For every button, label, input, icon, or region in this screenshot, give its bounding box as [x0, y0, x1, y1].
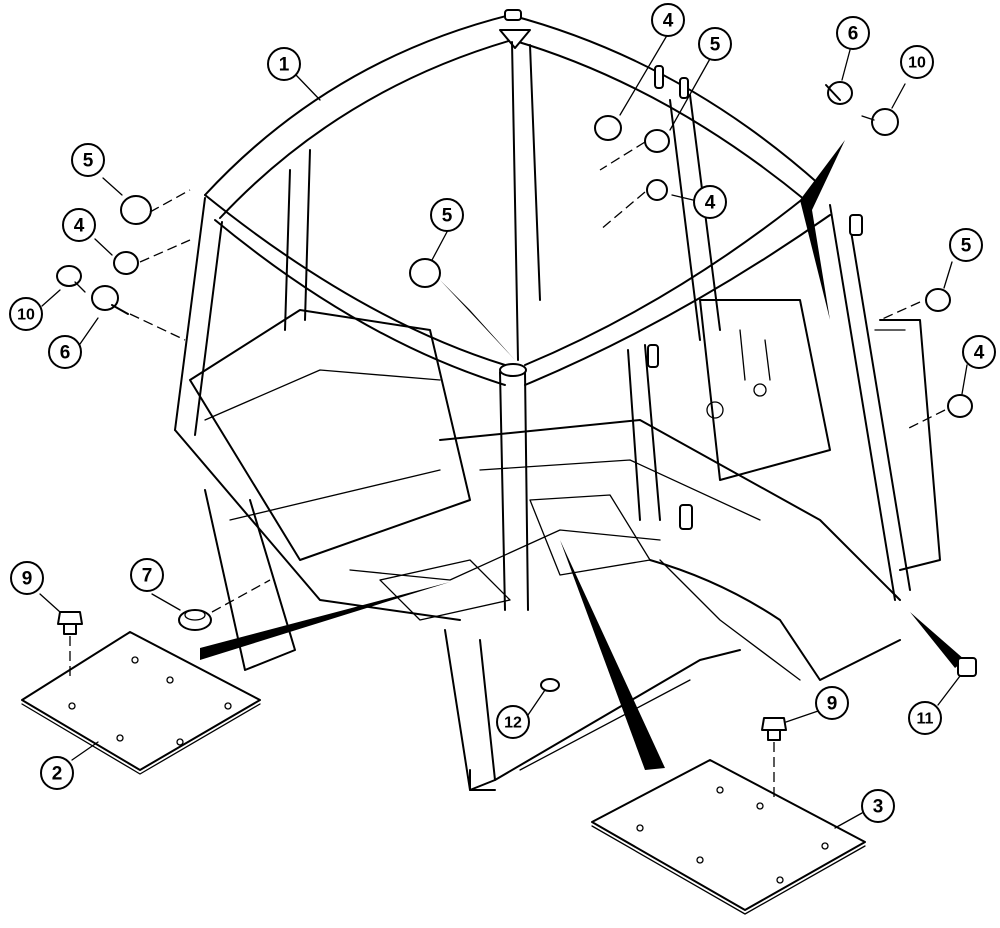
svg-text:6: 6	[60, 343, 71, 364]
callout-6-top: 6	[836, 16, 870, 50]
pointer-wedges	[200, 140, 965, 770]
svg-text:7: 7	[142, 566, 153, 587]
callout-3: 3	[861, 789, 895, 823]
plug-12	[540, 678, 560, 692]
callout-6-left: 6	[48, 335, 82, 369]
right-fasteners	[409, 81, 973, 431]
svg-text:4: 4	[74, 216, 85, 237]
floor-plate-right	[591, 759, 866, 915]
callout-5-right: 5	[949, 228, 983, 262]
grommet-7	[178, 579, 271, 631]
callout-5-left: 5	[71, 143, 105, 177]
callout-12: 12	[496, 705, 530, 739]
svg-text:9: 9	[827, 694, 838, 715]
callout-leaders	[39, 31, 968, 829]
callout-4-top: 4	[651, 3, 685, 37]
callout-7: 7	[130, 558, 164, 592]
svg-text:4: 4	[974, 343, 985, 364]
svg-text:10: 10	[17, 307, 35, 324]
svg-text:3: 3	[873, 797, 884, 818]
callout-9-left: 9	[10, 561, 44, 595]
svg-text:5: 5	[710, 35, 721, 56]
svg-text:5: 5	[961, 236, 972, 257]
bolt-right	[761, 717, 787, 800]
svg-text:10: 10	[908, 55, 926, 72]
svg-text:9: 9	[22, 569, 33, 590]
cab-frame	[174, 9, 941, 791]
cap-11	[957, 657, 977, 677]
svg-text:6: 6	[848, 24, 859, 45]
floor-plate-left	[21, 631, 261, 775]
left-fasteners	[56, 189, 191, 341]
callout-9-right: 9	[815, 686, 849, 720]
svg-text:5: 5	[442, 206, 453, 227]
svg-text:12: 12	[504, 715, 522, 732]
svg-text:4: 4	[705, 193, 716, 214]
callout-10-left: 10	[9, 297, 43, 331]
callout-5-top: 5	[698, 27, 732, 61]
svg-text:4: 4	[663, 11, 674, 32]
svg-text:2: 2	[52, 764, 63, 785]
callout-2: 2	[40, 756, 74, 790]
callout-4-mid: 4	[693, 185, 727, 219]
callout-4-left: 4	[62, 208, 96, 242]
svg-text:11: 11	[917, 711, 934, 728]
callout-1: 1	[267, 47, 301, 81]
callout-4-right: 4	[962, 335, 996, 369]
callout-5-mid: 5	[430, 198, 464, 232]
svg-text:1: 1	[279, 55, 290, 76]
callout-11: 11	[908, 701, 942, 735]
callout-10-right: 10	[900, 45, 934, 79]
svg-text:5: 5	[83, 151, 94, 172]
bolt-left	[57, 611, 83, 676]
